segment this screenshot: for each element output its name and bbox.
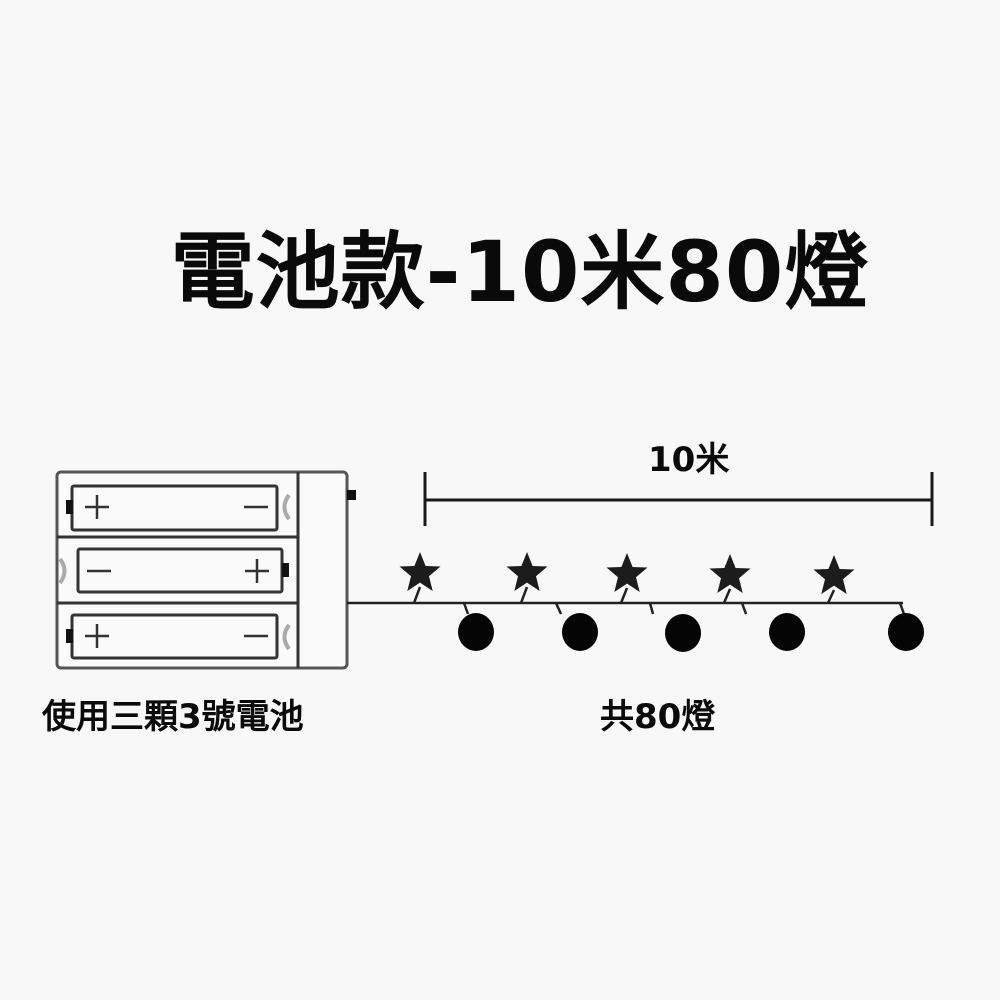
bulb-icon: [888, 602, 924, 651]
bulb-icon: [554, 602, 598, 651]
bulb-lights: [458, 602, 924, 652]
lamp-count-caption: 共80燈: [600, 697, 716, 737]
bulb-icon: [458, 602, 494, 651]
battery-cell-3: [66, 613, 291, 660]
star-icon: [506, 552, 548, 604]
battery-cell-2: [58, 547, 289, 594]
page-title: 電池款-10米80燈: [170, 223, 870, 321]
battery-caption: 使用三顆3號電池: [42, 697, 304, 737]
bulb-icon: [648, 602, 701, 652]
length-label: 10米: [648, 440, 730, 480]
battery-box: [55, 470, 356, 670]
dimension-line: [423, 472, 934, 526]
star-lights: [399, 552, 855, 604]
battery-cell-1: [66, 484, 291, 532]
star-icon: [399, 552, 441, 604]
star-icon: [709, 554, 751, 604]
star-icon: [606, 553, 648, 604]
star-icon: [813, 555, 855, 604]
bulb-icon: [740, 602, 805, 651]
